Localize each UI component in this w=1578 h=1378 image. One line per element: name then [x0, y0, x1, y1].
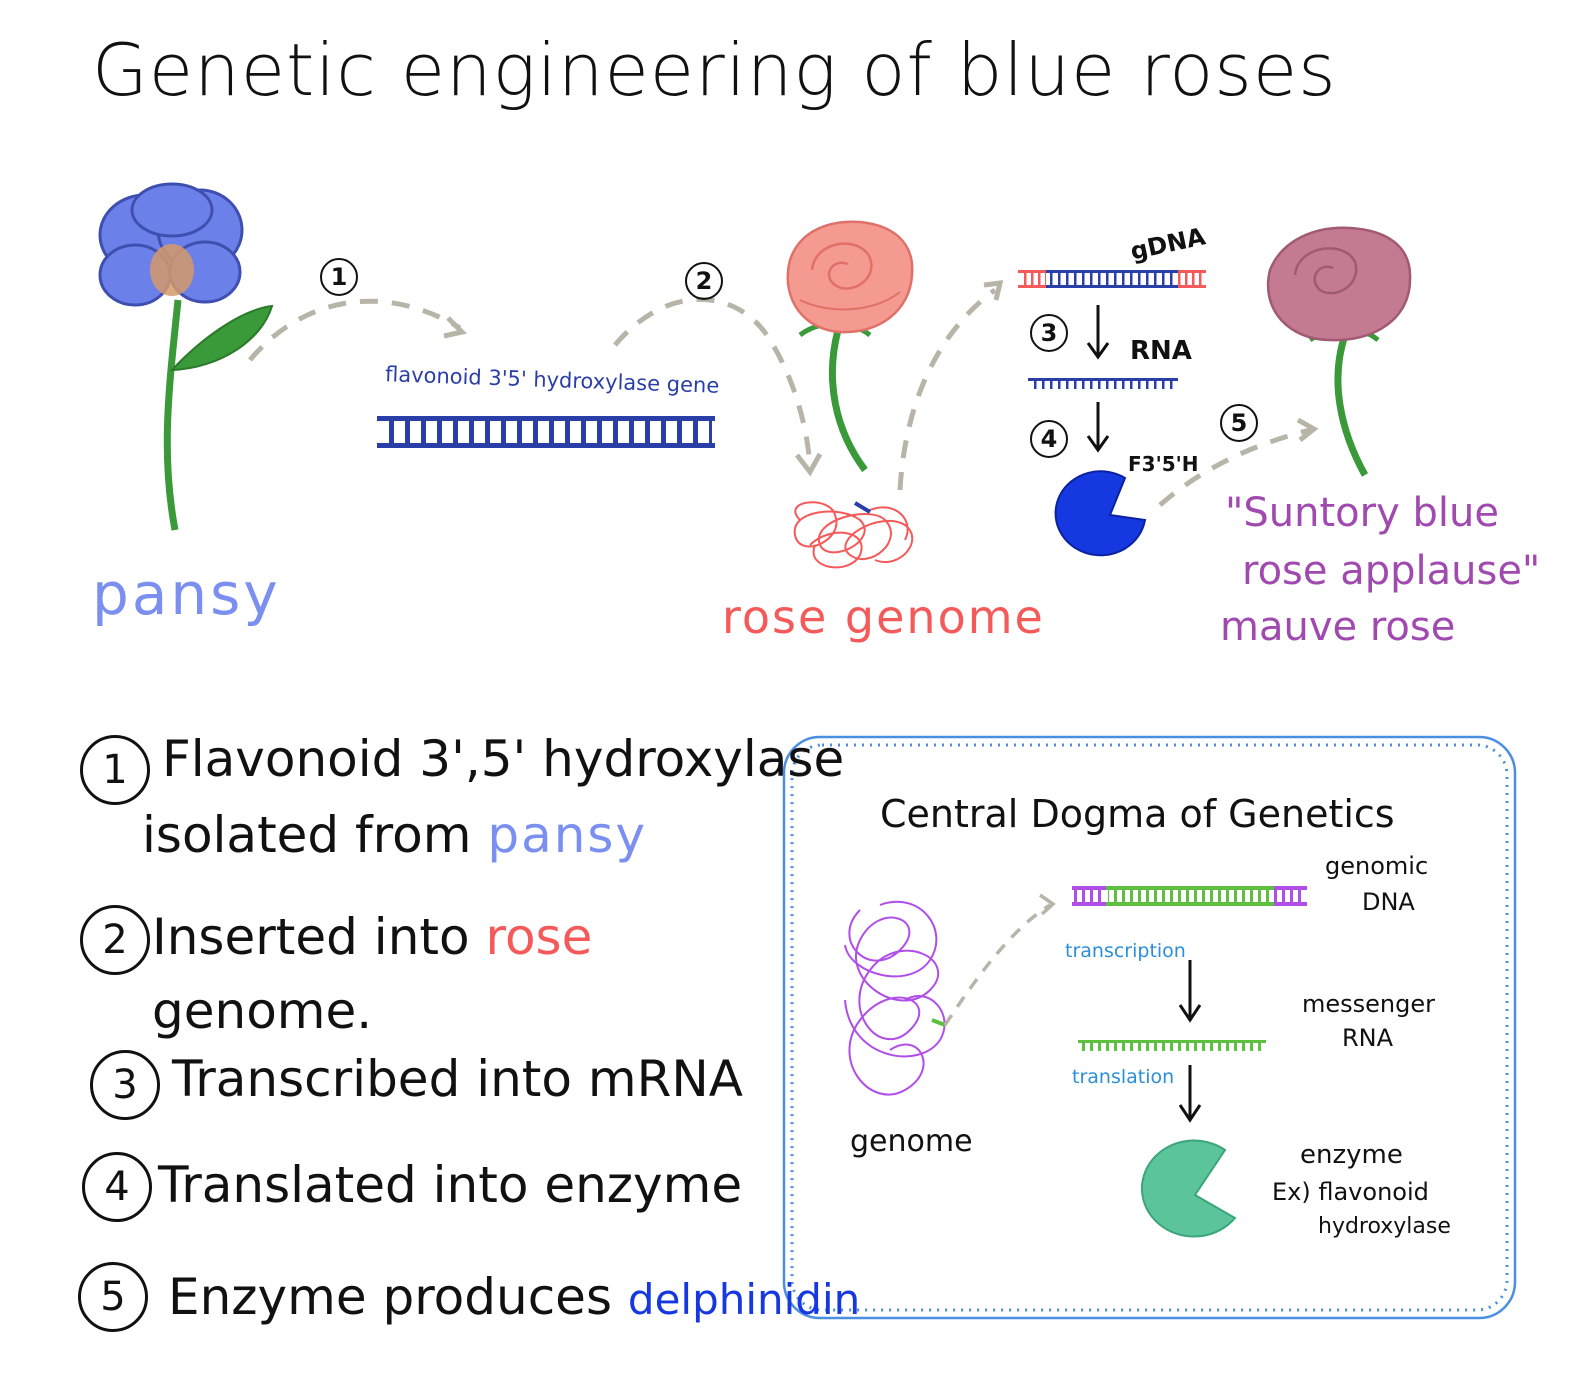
- step-1-line-2: isolated from pansy: [142, 806, 647, 864]
- step-number-1: 1: [80, 735, 150, 805]
- step-marker-1: 1: [320, 258, 358, 296]
- step-marker-2: 2: [685, 262, 723, 300]
- mauve-rose-illustration: [1266, 226, 1412, 477]
- step-3-text: Transcribed into mRNA: [172, 1050, 743, 1108]
- rose-genome-scribble: [793, 501, 914, 569]
- step-marker-3: 3: [1030, 314, 1068, 352]
- central-dogma-title: Central Dogma of Genetics: [880, 792, 1395, 836]
- rna-strand: [1028, 378, 1178, 389]
- step-marker-5: 5: [1220, 404, 1258, 442]
- enzyme-label: F3'5'H: [1128, 452, 1199, 476]
- central-dogma-border: [790, 743, 1509, 1312]
- gene-dna-strand: [377, 416, 715, 448]
- page-title: Genetic engineering of blue roses: [92, 28, 1337, 112]
- gdna-strand: [1018, 270, 1206, 288]
- example-label-1: Ex) flavonoid: [1272, 1178, 1429, 1206]
- enzyme-pacman: [1054, 470, 1147, 557]
- dogma-genome-label: genome: [850, 1124, 973, 1159]
- dogma-genome-scribble: [844, 900, 946, 1096]
- step-5-highlight: delphinidin: [627, 1275, 861, 1324]
- rna-label: RNA: [1130, 336, 1192, 366]
- rose-genome-label: rose genome: [722, 590, 1045, 644]
- step-2-highlight: rose: [485, 908, 593, 966]
- transcription-label: transcription: [1065, 940, 1186, 962]
- step-2-text-b: genome.: [152, 982, 373, 1040]
- step-number-2: 2: [80, 905, 150, 975]
- step-2-line-1: Inserted into rose: [152, 908, 592, 966]
- dogma-enzyme-pacman: [1141, 1139, 1237, 1238]
- translation-label: translation: [1072, 1066, 1175, 1088]
- dogma-mrna: [1078, 1040, 1266, 1051]
- step-5-text: Enzyme produces: [168, 1268, 612, 1326]
- step-1-text-b: isolated from: [142, 806, 472, 864]
- result-label-line2: rose applause": [1242, 548, 1541, 594]
- genomic-dna-label-2: DNA: [1362, 888, 1415, 916]
- result-label-line1: "Suntory blue: [1225, 490, 1499, 536]
- step-marker-4: 4: [1030, 420, 1068, 458]
- dogma-genomic-dna: [1072, 886, 1307, 906]
- result-label-line3: mauve rose: [1220, 604, 1456, 650]
- step-2-text-a: Inserted into: [152, 908, 470, 966]
- rose-illustration: [786, 220, 914, 473]
- mrna-label-1: messenger: [1302, 990, 1435, 1018]
- mrna-label-2: RNA: [1342, 1024, 1394, 1052]
- step-5-line: Enzyme produces delphinidin: [168, 1268, 860, 1326]
- example-label-2: hydroxylase: [1318, 1214, 1451, 1239]
- step-1-highlight: pansy: [487, 806, 648, 864]
- step-1-text-a: Flavonoid 3',5' hydroxylase: [162, 730, 845, 788]
- step-4-text: Translated into enzyme: [158, 1156, 743, 1214]
- step-number-5: 5: [78, 1262, 148, 1332]
- pansy-label: pansy: [92, 560, 281, 628]
- dogma-enzyme-label: enzyme: [1300, 1140, 1403, 1170]
- step-number-3: 3: [90, 1050, 160, 1120]
- pansy-illustration: [98, 182, 274, 531]
- genomic-dna-label-1: genomic: [1325, 852, 1429, 880]
- step-number-4: 4: [82, 1152, 152, 1222]
